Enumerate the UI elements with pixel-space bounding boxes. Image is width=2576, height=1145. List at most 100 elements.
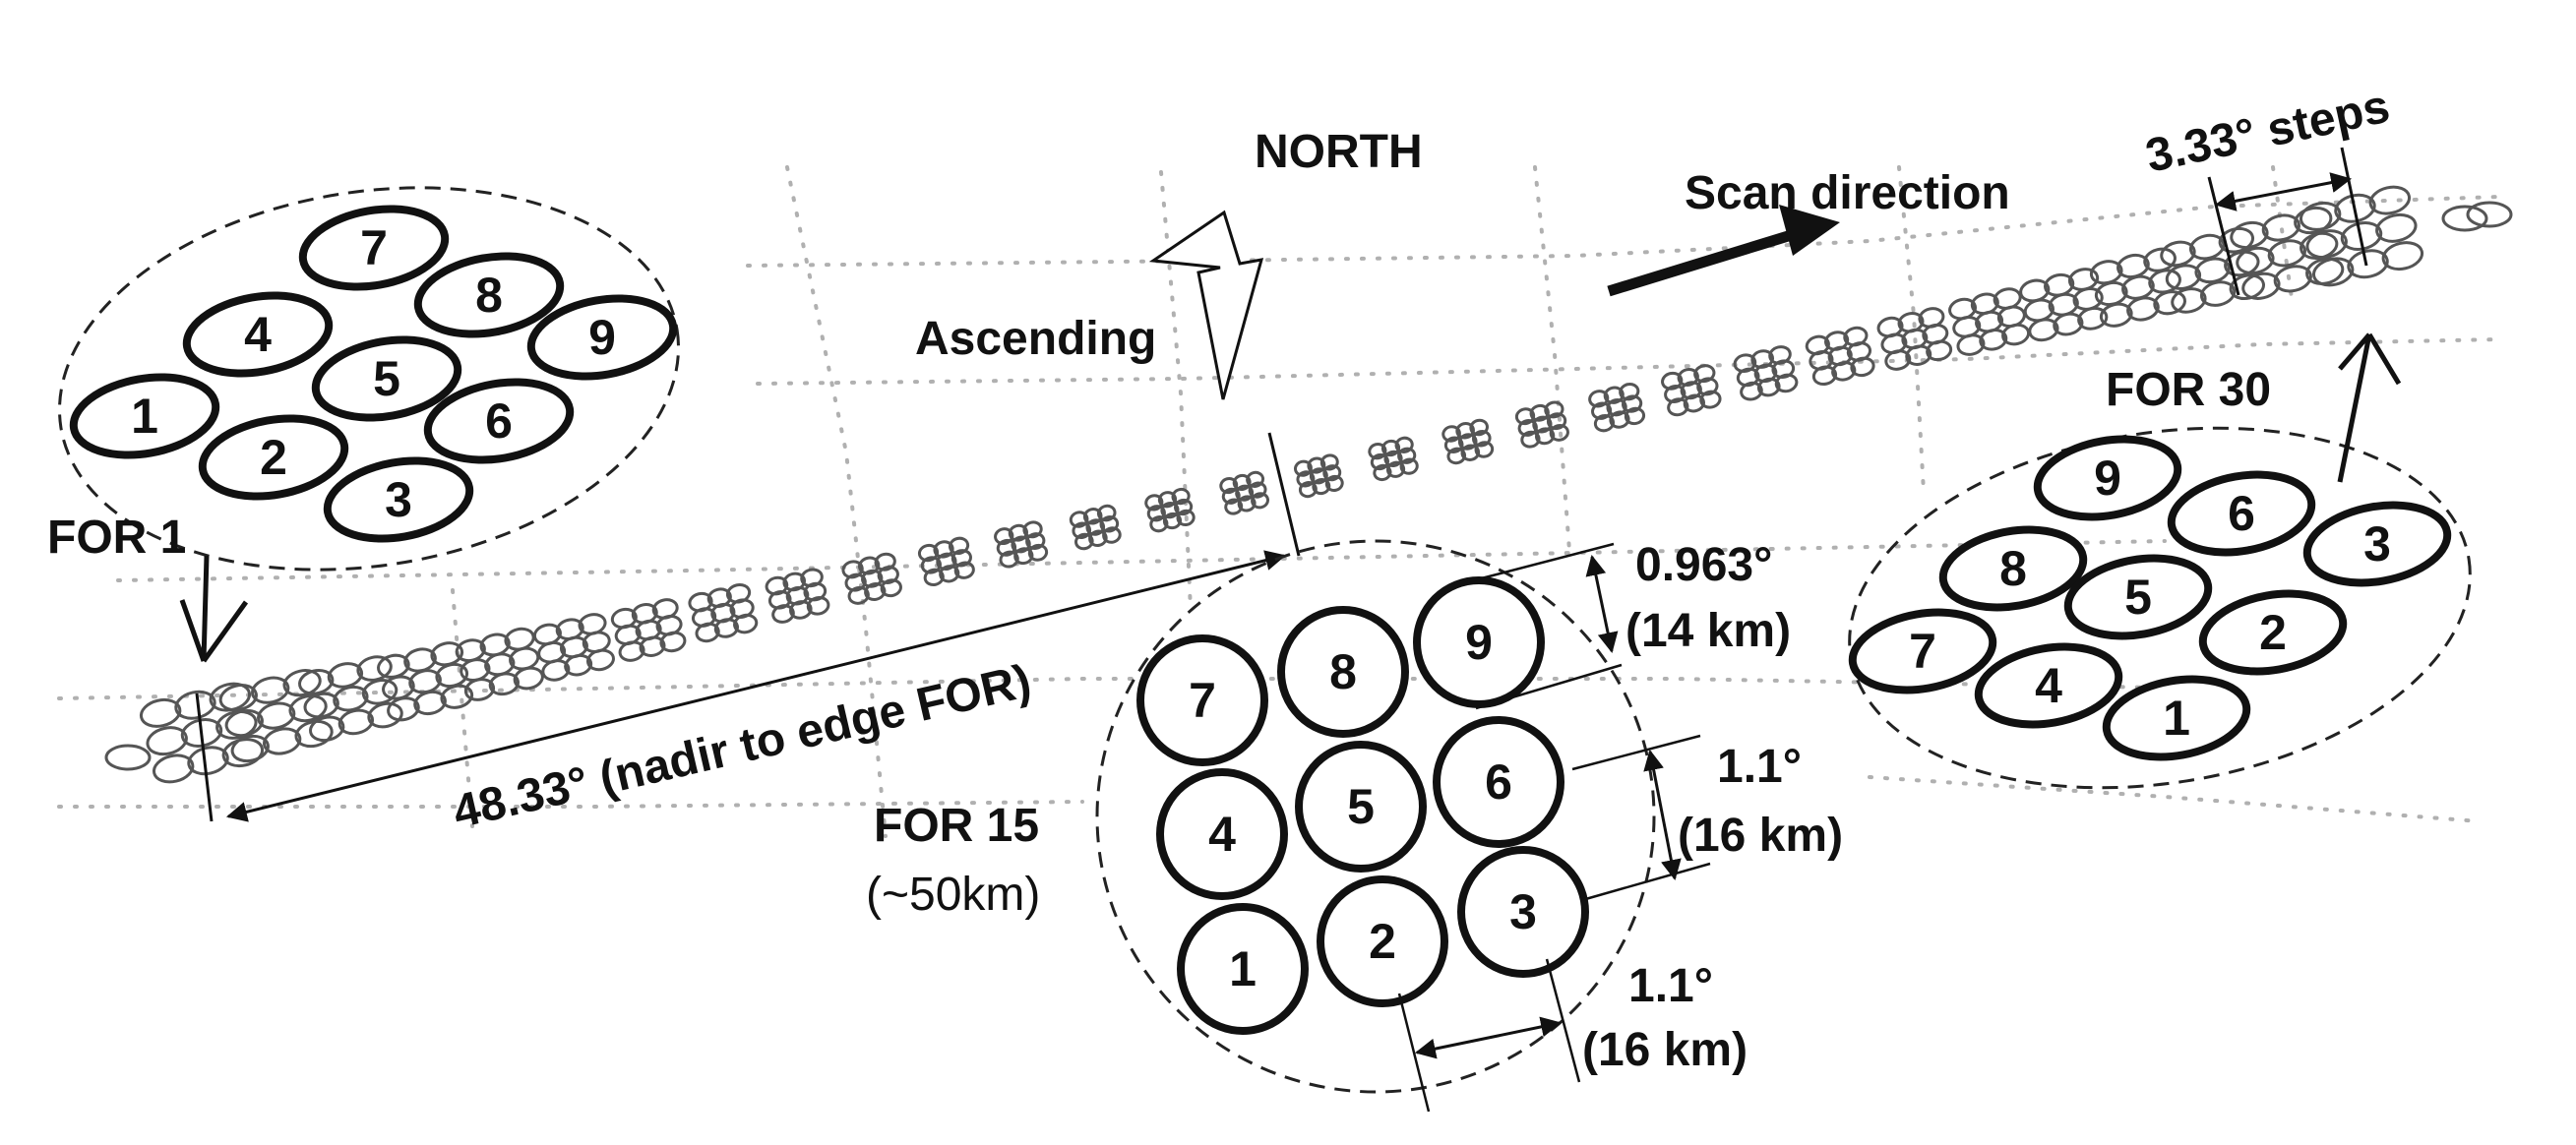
swath-fov (2311, 257, 2355, 287)
for15-fov-3: 3 (1457, 846, 1589, 978)
for15-fov-8: 8 (1277, 606, 1409, 738)
swath-for (1733, 345, 1799, 401)
swath-fov (146, 726, 188, 756)
swath-fov (1544, 400, 1564, 419)
for30-fov-circle (2102, 675, 2251, 761)
for1-pointer-left (179, 599, 207, 662)
swath-fov (2126, 296, 2160, 322)
for15-fov-9: 9 (1413, 576, 1545, 708)
nadir-tick (195, 693, 214, 822)
swath-fov (1514, 407, 1536, 426)
for30-fov-number: 8 (1999, 541, 2027, 596)
swath-fov (1696, 377, 1719, 396)
swath-for (1069, 504, 1122, 551)
swath-fov (2236, 246, 2275, 274)
nadir-dimension-arrow (225, 550, 1287, 822)
for1-pointer-right (201, 600, 249, 663)
for1-fov-circle (182, 291, 334, 378)
swath-for (841, 552, 902, 605)
dim1-guide-bottom (1475, 663, 1623, 710)
swath-fov (1664, 385, 1687, 404)
for15-fov-circle (1457, 846, 1589, 978)
for15-fov-number: 2 (1369, 914, 1396, 969)
for15-fov-7: 7 (1136, 634, 1268, 766)
for15-fov-circle (1136, 634, 1268, 766)
for1-fov-number: 7 (360, 220, 388, 275)
for30-fov-9: 9 (2033, 435, 2182, 521)
swath-fov (2199, 280, 2237, 307)
for30-pointer-left (2338, 332, 2371, 371)
swath-fov (1591, 401, 1613, 420)
swath-for (765, 568, 830, 624)
swath-for (1588, 382, 1646, 433)
swath-fov (1246, 470, 1265, 488)
swath-fov (1441, 425, 1461, 443)
grid-line (756, 337, 2501, 386)
for30-fov-8: 8 (1938, 525, 2088, 612)
swath-fov (2077, 306, 2109, 331)
for15-fov-5: 5 (1295, 741, 1427, 873)
north-tick (1267, 432, 1301, 557)
swath-fov (1383, 450, 1403, 468)
swath-fov (1160, 501, 1180, 519)
dim2-guide-bottom (1581, 862, 1711, 902)
swath-fov (1619, 382, 1640, 401)
for15-fov-circle (1433, 716, 1564, 848)
for30-fov-circle (1938, 525, 2088, 612)
steps-tick-left (2207, 176, 2240, 296)
swath-fov (2368, 185, 2412, 215)
swath-for (1441, 418, 1495, 465)
swath-fov (2267, 239, 2306, 268)
dim1-km: (14 km) (1625, 605, 1791, 657)
swath-for (2230, 206, 2345, 300)
for1-label: FOR 1 (47, 512, 186, 564)
for1-fov-circle (423, 378, 575, 464)
swath-fov (139, 697, 182, 728)
for1-fov-number: 4 (244, 307, 272, 362)
steps-tick-right (2340, 147, 2368, 267)
for1-fov-circle (526, 294, 678, 381)
swath-fov (1768, 345, 1792, 365)
swath-fov (1219, 477, 1239, 495)
swath-fov (1385, 460, 1406, 478)
swath-fov (1753, 363, 1778, 384)
for15-fov-1: 1 (1177, 903, 1309, 1035)
for1-fov-number: 1 (131, 389, 158, 444)
for30-fov-circle (2302, 501, 2452, 587)
swath-fov (2273, 265, 2312, 293)
swath-fov (1661, 371, 1684, 391)
for1-fov-number: 8 (475, 268, 503, 323)
for30-fov-1: 1 (2102, 675, 2251, 761)
swath-fov (2441, 205, 2488, 232)
swath-fov (1248, 481, 1267, 499)
for1-fov-6: 6 (423, 378, 575, 464)
swath-fov (1771, 359, 1796, 380)
swath-for (298, 655, 403, 743)
swath-for (1293, 453, 1344, 499)
swath-fov (2028, 318, 2059, 342)
dim3-angle: 1.1° (1628, 960, 1713, 1012)
swath-fov (221, 738, 265, 768)
grid-line (785, 165, 888, 838)
swath-fov (1312, 477, 1331, 496)
swath-fov (1693, 364, 1716, 384)
for30-fov-3: 3 (2302, 501, 2452, 587)
swath-fov (1457, 433, 1478, 451)
swath-fov (1099, 515, 1120, 533)
swath-fov (1237, 495, 1257, 512)
scan-direction-arrow (1607, 223, 1812, 297)
for30-fov-number: 9 (2094, 451, 2121, 506)
swath-fov (1474, 441, 1495, 458)
for15-label: FOR 15 (874, 800, 1039, 852)
swath-fov (1609, 410, 1630, 429)
for1-fov-number: 2 (260, 430, 287, 485)
for15-fov-number: 9 (1465, 615, 1493, 670)
swath-fov (2241, 271, 2281, 300)
swath-fov (1546, 412, 1567, 431)
for15-fov-circle (1177, 903, 1309, 1035)
for30-pointer-right (2366, 332, 2402, 386)
swath-fov (1517, 419, 1538, 437)
swath-for (994, 520, 1049, 569)
